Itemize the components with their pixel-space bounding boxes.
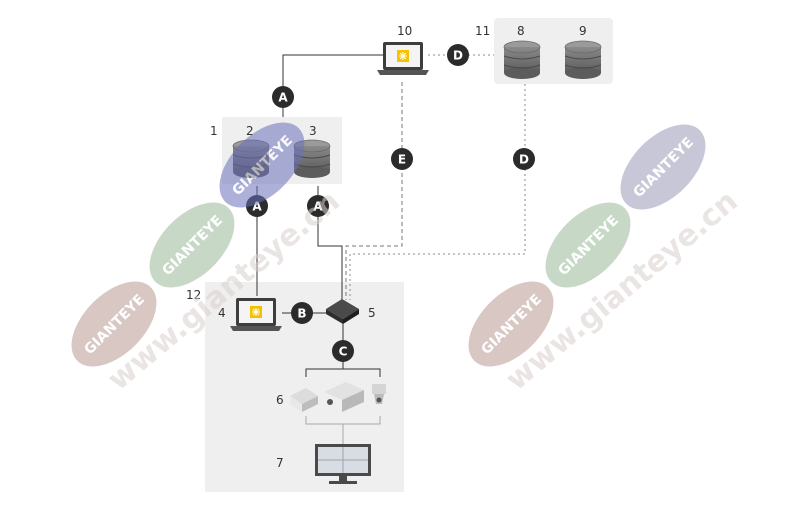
label-9: 9 [579, 24, 587, 38]
connection-laptop10-storage [282, 54, 383, 117]
connection-badge-a: A [307, 195, 329, 217]
connection-e-dashed [345, 82, 403, 300]
connection-badge-b: B [291, 302, 313, 324]
connection-badge-a: A [272, 86, 294, 108]
svg-text:B: B [297, 307, 306, 321]
label-10: 10 [397, 24, 412, 38]
camera-group [290, 382, 386, 412]
svg-text:D: D [453, 49, 463, 63]
svg-text:A: A [252, 200, 262, 214]
svg-text:E: E [398, 153, 406, 167]
monitor-icon [315, 444, 371, 484]
camera-icon [324, 382, 364, 412]
label-5: 5 [368, 306, 376, 320]
camera-icon [372, 384, 386, 404]
label-3: 3 [309, 124, 317, 138]
svg-text:A: A [313, 200, 323, 214]
label-12: 12 [186, 288, 201, 302]
storage-disk-9-icon [564, 40, 602, 80]
camera-group-bracket [305, 368, 381, 377]
label-7: 7 [276, 456, 284, 470]
storage-disk-8-icon [503, 40, 541, 80]
label-8: 8 [517, 24, 525, 38]
network-switch-icon [326, 299, 359, 324]
connection-badge-c: C [332, 340, 354, 362]
connection-badge-e: E [391, 148, 413, 170]
laptop-4-icon [229, 297, 283, 332]
laptop-10-icon [376, 41, 430, 76]
svg-text:C: C [339, 345, 348, 359]
connection-d-dashed [349, 84, 526, 300]
connection-badge-d: D [447, 44, 469, 66]
label-4: 4 [218, 306, 226, 320]
camera-icon [290, 388, 318, 412]
label-1: 1 [210, 124, 218, 138]
svg-text:A: A [278, 91, 288, 105]
label-11: 11 [475, 24, 490, 38]
connection-badge-d: D [513, 148, 535, 170]
svg-text:D: D [519, 153, 529, 167]
label-6: 6 [276, 393, 284, 407]
label-2: 2 [246, 124, 254, 138]
